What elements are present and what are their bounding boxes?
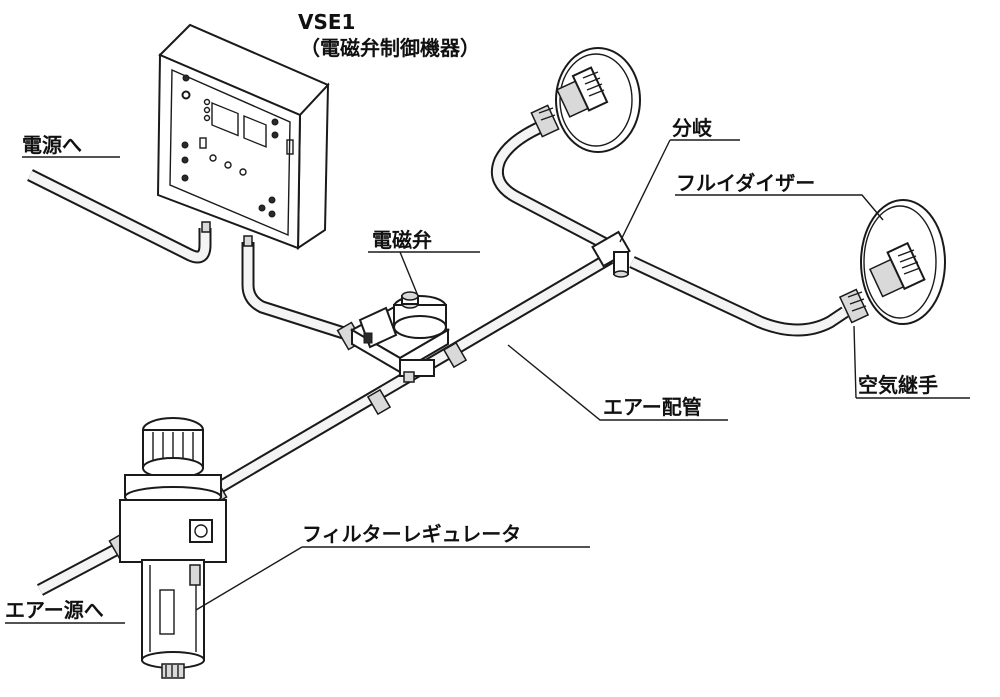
pipe-branch-upper (490, 114, 621, 256)
label-vse1-subtitle: （電磁弁制御機器） (300, 36, 480, 60)
pipe-power-cable (27, 169, 212, 264)
label-solenoid-valve: 電磁弁 (372, 228, 432, 252)
label-air-source: エアー源へ (5, 598, 104, 622)
solenoid-valve (336, 291, 468, 383)
pipe-controller-to-valve (241, 242, 352, 342)
controller-box (156, 23, 330, 250)
label-power: 電源へ (22, 133, 82, 157)
fluidizer-lower (838, 199, 946, 325)
pipe-branch-lower (629, 256, 849, 337)
label-air-pipe: エアー配管 (603, 395, 702, 419)
pipe-fitting (366, 388, 392, 416)
label-air-fitting: 空気継手 (858, 373, 938, 397)
label-fluidizer: フルイダイザー (676, 171, 816, 195)
filter-regulator (119, 417, 227, 679)
leader-lines (5, 139, 970, 624)
fluidizer-upper (530, 47, 641, 153)
label-filter-regulator: フィルターレギュレータ (302, 522, 522, 546)
label-vse1: VSE1 (298, 10, 356, 34)
pipe-air-source (36, 539, 129, 596)
label-branch: 分岐 (672, 116, 712, 140)
